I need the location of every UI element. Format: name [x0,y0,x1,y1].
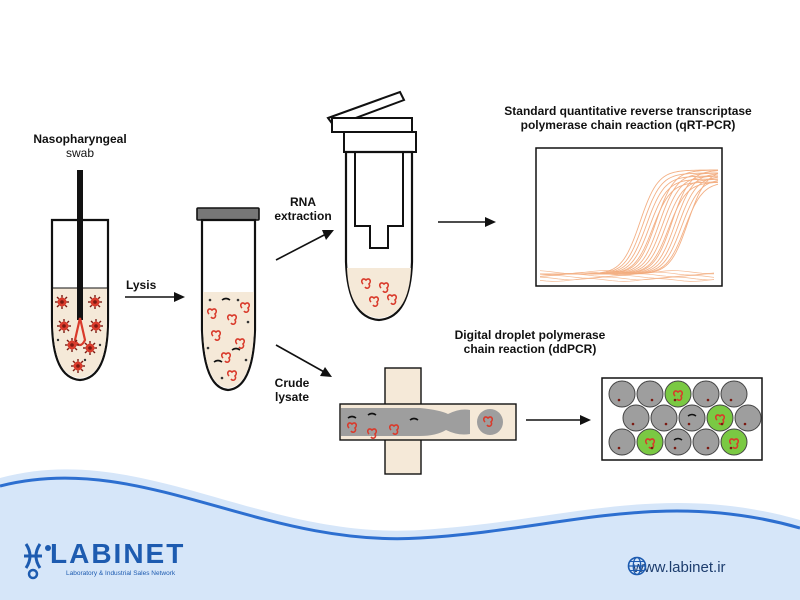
negative-droplet [664,428,692,456]
debris-mark [687,413,697,417]
swab-tube [50,170,110,382]
qrt-pcr-plot [535,147,723,287]
negative-droplet [650,404,678,432]
particle-dot [720,422,724,426]
particle-dot [729,446,733,450]
particle-dot [743,422,747,426]
particle-dot [650,446,654,450]
negative-droplet [734,404,762,432]
debris-mark [673,437,683,441]
particle-dot [673,446,677,450]
lysed-tube [196,207,260,392]
particle-dot [706,446,710,450]
negative-droplet [678,404,706,432]
particle-dot [631,422,635,426]
website-url: www.labinet.ir [633,558,726,576]
negative-droplet [608,380,636,408]
labinet-emblem-icon [24,543,51,580]
baseline-curve [539,278,715,282]
rna-molecule [728,438,740,450]
negative-droplet [608,428,636,456]
particle-dot [687,422,691,426]
particle-dot [664,422,668,426]
labinet-logo[interactable]: LABINET Laboratory & Industrial Sales Ne… [20,536,210,586]
droplet-grid [601,377,763,461]
particle-dot [617,398,621,402]
website-link[interactable]: www.labinet.ir [627,556,726,578]
brand-tagline: Laboratory & Industrial Sales Network [66,570,176,577]
negative-droplet [692,428,720,456]
lysis-label: Lysis [126,278,157,292]
particle-dot [706,398,710,402]
negative-droplet [636,380,664,408]
spin-column-tube [326,90,417,322]
globe-icon [627,556,647,576]
qrt-pcr-title: Standard quantitative reverse transcript… [504,104,752,132]
baseline-curve [539,275,715,279]
positive-droplet [636,428,664,456]
particle-dot [650,398,654,402]
baseline-curve [539,276,715,281]
rna-molecule [672,390,684,402]
negative-droplet [692,380,720,408]
particle-dot [617,446,621,450]
positive-droplet [720,428,748,456]
droplet-channel [339,367,517,475]
baseline-curve [539,270,715,274]
particle-dot [729,398,733,402]
positive-droplet [664,380,692,408]
negative-droplet [720,380,748,408]
negative-droplet [622,404,650,432]
positive-droplet [706,404,734,432]
brand-name: LABINET [50,538,186,569]
particle-dot [673,398,677,402]
